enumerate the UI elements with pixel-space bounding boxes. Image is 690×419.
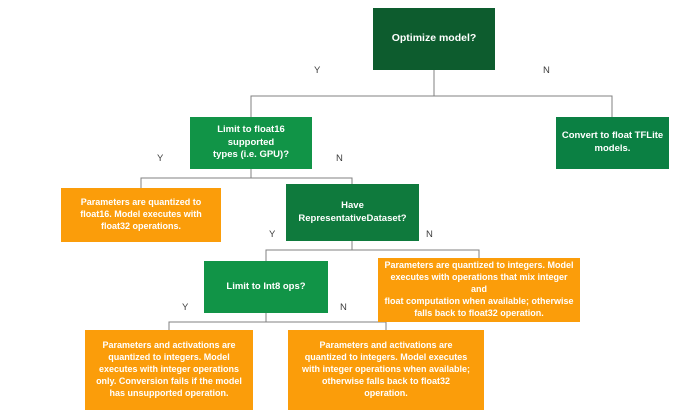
node-float16[interactable]: Limit to float16 supported types (i.e. G…	[190, 117, 312, 169]
node-label-mixed-int-float-result: Parameters are quantized to integers. Mo…	[384, 260, 574, 318]
edge-int8-to-only	[168, 313, 267, 330]
edge-optimize-to-float16	[250, 70, 435, 117]
node-label-int8-fallback-result: Parameters and activations are quantized…	[301, 340, 471, 398]
node-int8-only-result[interactable]: Parameters and activations are quantized…	[85, 330, 253, 410]
node-label-float16: Limit to float16 supported types (i.e. G…	[212, 124, 289, 161]
edge-float16-to-float16result	[140, 169, 252, 188]
edge-dataset-to-int8	[265, 241, 353, 261]
edge-label-float16-no: N	[336, 153, 343, 164]
edge-dataset-to-mixed	[351, 241, 480, 258]
node-label-convert-float: Convert to float TFLite models.	[561, 130, 664, 154]
edge-label-optimize-no: N	[543, 65, 550, 76]
edge-int8-to-fallback	[265, 313, 387, 330]
edge-label-int8-yes: Y	[182, 302, 189, 313]
node-label-representative-dataset: Have RepresentativeDataset?	[298, 199, 407, 224]
edge-label-float16-yes: Y	[157, 153, 164, 164]
node-label-int8-only-result: Parameters and activations are quantized…	[96, 340, 242, 398]
edge-label-optimize-yes: Y	[314, 65, 321, 76]
edge-label-dataset-yes: Y	[269, 229, 276, 240]
node-convert-float[interactable]: Convert to float TFLite models.	[556, 117, 669, 169]
node-label-int8-ops: Limit to Int8 ops?	[226, 280, 306, 292]
node-label-float16-result: Parameters are quantized to float16. Mod…	[80, 197, 202, 231]
edge-optimize-to-convert	[433, 70, 613, 117]
node-label-optimize: Optimize model?	[391, 32, 477, 45]
edge-label-dataset-no: N	[426, 229, 433, 240]
node-int8-fallback-result[interactable]: Parameters and activations are quantized…	[288, 330, 484, 410]
node-representative-dataset[interactable]: Have RepresentativeDataset?	[286, 184, 419, 241]
node-mixed-int-float-result[interactable]: Parameters are quantized to integers. Mo…	[378, 258, 580, 322]
edge-float16-to-dataset	[250, 169, 353, 184]
node-int8-ops[interactable]: Limit to Int8 ops?	[204, 261, 328, 313]
edge-label-int8-no: N	[340, 302, 347, 313]
node-optimize[interactable]: Optimize model?	[373, 8, 495, 70]
node-float16-result[interactable]: Parameters are quantized to float16. Mod…	[61, 188, 221, 242]
